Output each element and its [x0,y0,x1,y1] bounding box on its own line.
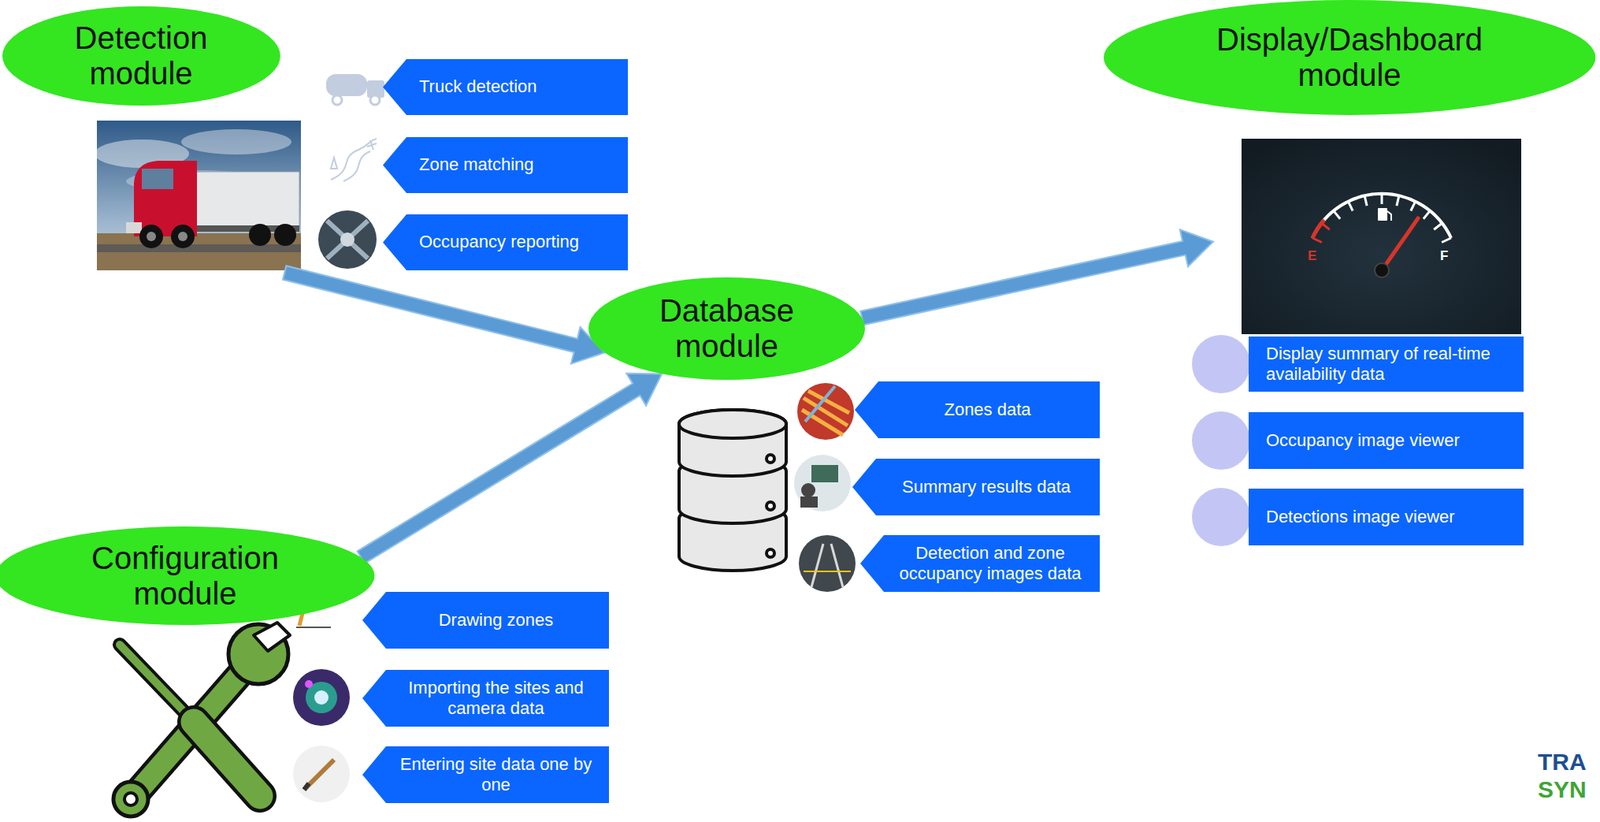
label-text: F [1440,248,1448,263]
tools-symbol [113,622,290,817]
gauge-tick [1312,237,1322,242]
fuel-gauge [1241,138,1522,335]
gauge-tick [1441,237,1452,242]
bullet-circle [1191,411,1251,470]
label-text: TRA [1537,749,1587,774]
tag-box: Entering site data one by one [362,746,609,803]
tag-text: Detection and zone occupancy images data [891,542,1089,585]
tag-text: Detections image viewer [1265,506,1515,528]
bullet-circle [1191,334,1251,394]
truck-icon [326,74,385,105]
road-icon [330,138,377,182]
block-arrow [357,373,663,564]
tag-text: Drawing zones [393,609,598,631]
gauge-tick [1410,201,1416,212]
gauge-tick [1380,193,1384,205]
gauge-ticks [1312,193,1452,243]
pen-icon [293,745,350,802]
tag-text: Display summary of real-time availabilit… [1265,343,1515,386]
ellipse-fill [2,6,281,106]
tag-text: Occupancy reporting [419,231,617,253]
block-arrow [860,229,1214,325]
tag-text: Entering site data one by one [393,753,598,796]
label-text: SYN [1537,777,1587,802]
module-group: Display/Dashboard module [1213,0,1597,336]
ellipse-fill [588,277,865,380]
ellipse-fill [1103,0,1596,116]
tag-box: Truck detection [382,59,628,116]
label-text: E [1307,248,1317,263]
list-box: Occupancy image viewer [1248,412,1524,469]
database-cylinder [679,409,787,571]
module-title: Detection module [46,20,236,92]
tag-text: Summary results data [883,476,1089,498]
ellipse-text-area: Configuration module [0,526,375,625]
ellipse-text-area: Detection module [2,6,281,106]
ellipse-text-area: Database module [588,277,865,380]
module-title: Database module [636,293,818,364]
tag-box: Zones data [854,381,1100,439]
tag-box: Occupancy reporting [382,214,628,271]
ellipse-fill [0,526,375,625]
tag-box: Zone matching [382,137,628,194]
tag-text: Truck detection [419,76,617,97]
images-icon [798,534,856,592]
tag-text: Occupancy image viewer [1265,430,1515,451]
list-box: Display summary of real-time availabilit… [1248,336,1524,392]
ellipse-text-area: Display/Dashboard module [1103,0,1596,116]
truck-photo [94,120,301,271]
gauge-tick [1364,195,1367,206]
gauge-tick [1433,222,1442,230]
tag-box: Summary results data [852,458,1100,516]
tag-box: Drawing zones [362,591,609,649]
module-group: Detection module [3,4,303,273]
tag-box: Importing the sites and camera data [362,669,609,727]
tag-text: Zones data [886,399,1089,420]
block-arrow [282,265,606,364]
module-title: Configuration module [55,540,316,612]
zones-icon [797,382,854,440]
bullet-circle [1191,487,1251,546]
tag-box: Detection and zone occupancy images data [860,534,1100,592]
gauge-tick [1333,211,1341,220]
lens-icon [293,668,350,726]
occupancy-icon [318,210,377,269]
gauge-tick [1423,211,1430,220]
module-ellipse: Configuration module [0,526,375,625]
tag-text: Importing the sites and camera data [393,677,598,720]
gauge-tick [1396,195,1400,206]
list-box: Detections image viewer [1248,488,1524,546]
summary-icon [794,454,851,512]
tag-text: Zone matching [419,154,617,175]
module-title: Display/Dashboard module [1180,22,1519,93]
gauge-tick [1347,201,1353,212]
gauge-tick [1321,222,1330,230]
module-ellipse: Database module [588,277,865,380]
